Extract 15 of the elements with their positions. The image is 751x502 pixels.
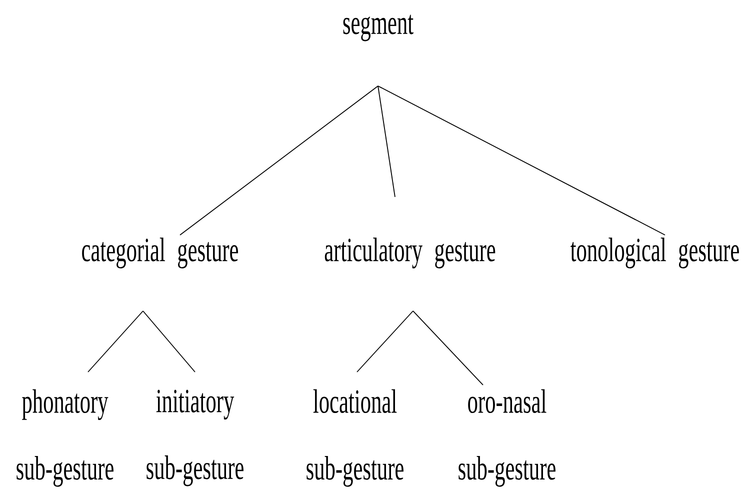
tree-label: locational sub-gesture	[306, 389, 404, 487]
tree-label: initiatory sub-gesture	[146, 390, 244, 486]
tree-branch	[180, 86, 378, 236]
tree-label: oro-nasal sub-gesture	[458, 389, 556, 487]
tree-branch	[378, 86, 396, 198]
tree-branch	[142, 310, 196, 372]
tree-label: tonological gesture	[570, 238, 739, 268]
tree-label: phonatory sub-gesture	[16, 389, 114, 487]
tree-branch	[88, 310, 144, 372]
tree-label: categorial gesture	[82, 238, 238, 268]
tree-branch	[356, 310, 414, 372]
tree-branch	[378, 86, 666, 236]
tree-label: segment	[343, 14, 414, 42]
tree-branch	[412, 310, 484, 386]
tree-label: articulatory gesture	[324, 238, 496, 268]
